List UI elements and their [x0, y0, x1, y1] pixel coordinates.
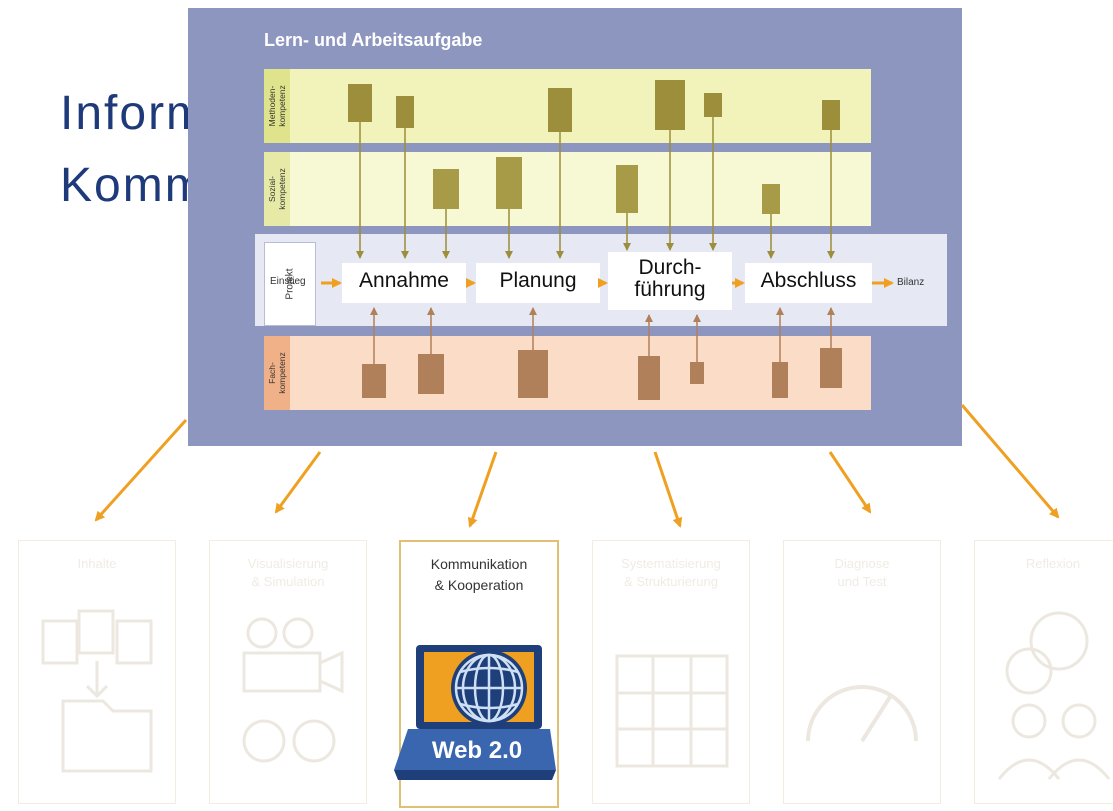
- box-inhalte: Inhalte: [18, 540, 176, 804]
- box-diagnose-label: Diagnose und Test: [834, 556, 890, 589]
- slide-title: Information Kommunikation: [60, 78, 190, 222]
- gauge-icon: [806, 685, 918, 743]
- slide-title-line-2: Kommunikation: [60, 159, 190, 212]
- box-systematisierung-label: Systematisierung & Strukturierung: [621, 556, 721, 589]
- sozial-block: [496, 157, 522, 209]
- box-visualisierung-label: Visualisierung & Simulation: [247, 556, 329, 589]
- fach-block: [518, 350, 548, 398]
- stage-entry-label: Einstieg: [270, 276, 306, 287]
- methoden-blocks: [348, 80, 840, 132]
- box-systematisierung: Systematisierung & Strukturierung: [592, 540, 750, 804]
- band-methoden-label-cell: Methoden- kompetenz: [264, 69, 290, 143]
- fanout-arrow: [828, 451, 872, 514]
- methoden-block: [396, 96, 414, 128]
- box-diagnose: Diagnose und Test: [783, 540, 941, 804]
- sozial-block: [433, 169, 459, 209]
- bottom-arrows: [370, 307, 835, 364]
- fanout-arrow: [467, 451, 498, 528]
- methoden-block: [548, 88, 572, 132]
- fanout-arrow: [94, 418, 188, 522]
- sozial-block: [762, 184, 780, 214]
- box-kommunikation-label: Kommunikation & Kooperation: [430, 556, 528, 593]
- fach-block: [820, 348, 842, 388]
- band-fach-label-cell: Fach- kompetenz: [264, 336, 290, 410]
- methoden-block: [655, 80, 685, 130]
- methoden-block: [348, 84, 372, 122]
- stage-planung-label: Planung: [499, 269, 577, 292]
- people-thinking-icon: [997, 611, 1111, 780]
- stage-abschluss-label: Abschluss: [760, 269, 857, 292]
- fach-block: [772, 362, 788, 398]
- box-reflexion-label: Reflexion: [1025, 556, 1081, 571]
- band-methoden-body: [290, 69, 871, 143]
- laptop-web-icon: [394, 645, 556, 780]
- documents-folder-icon: [41, 609, 153, 773]
- top-arrows: [356, 117, 835, 259]
- band-sozial-label-cell: Sozial- kompetenz: [264, 152, 290, 226]
- stage-exit-label: Bilanz: [897, 277, 925, 288]
- sozial-block: [616, 165, 638, 213]
- fach-block: [362, 364, 386, 398]
- box-visualisierung: Visualisierung & Simulation: [209, 540, 367, 804]
- stage-annahme-label: Annahme: [359, 269, 449, 292]
- stage-planung: Planung: [476, 263, 600, 303]
- methoden-block: [822, 100, 840, 130]
- fanout-arrow: [274, 451, 322, 514]
- fach-block: [690, 362, 704, 384]
- project-label-box: Projekt: [264, 242, 316, 326]
- stage-durch-line-1: Durch-: [638, 256, 702, 279]
- methoden-block: [704, 93, 722, 117]
- fach-blocks: [362, 348, 842, 400]
- box-reflexion: Reflexion: [974, 540, 1113, 804]
- camera-gears-icon: [242, 617, 344, 763]
- slide-title-line-1: Information: [60, 87, 190, 140]
- web20-label: Web 2.0: [431, 737, 523, 764]
- fanout-arrow: [653, 451, 683, 528]
- sozial-blocks: [433, 157, 780, 214]
- stage-durchfuehrung: Durch- führung: [608, 252, 732, 310]
- grid-matrix-icon: [615, 654, 729, 768]
- fanout-arrows: [94, 404, 1060, 528]
- stage-annahme: Annahme: [342, 263, 466, 303]
- stage-abschluss: Abschluss: [745, 263, 872, 303]
- fanout-arrow: [960, 404, 1060, 519]
- stage-durch-line-2: führung: [634, 278, 706, 301]
- box-inhalte-label: Inhalte: [77, 556, 117, 571]
- fach-block: [418, 354, 444, 394]
- frame-title: Lern- und Arbeitsaufgabe: [264, 30, 483, 50]
- fach-block: [638, 356, 660, 400]
- band-methoden: Methoden- kompetenz: [264, 69, 871, 143]
